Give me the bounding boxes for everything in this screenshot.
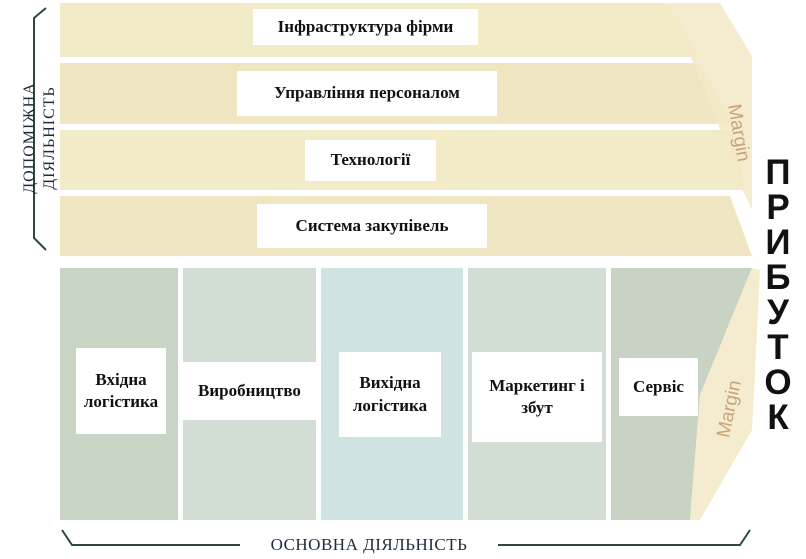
support-caption: ДОПОМІЖНА ДІЯЛЬНІСТЬ	[20, 58, 60, 218]
primary-label-marketing: Маркетинг і збут	[472, 352, 602, 442]
profit-label: П Р И Б У Т О К	[755, 153, 801, 435]
support-label-technology: Технології	[305, 140, 436, 181]
profit-letter: И	[765, 223, 791, 262]
primary-label-operations: Виробництво	[183, 362, 316, 420]
profit-letter: Р	[766, 188, 790, 227]
margin-arrow-top	[668, 3, 752, 210]
support-caption-line1: ДОПОМІЖНА	[21, 82, 38, 194]
profit-letter: У	[767, 293, 789, 332]
support-caption-line2: ДІЯЛЬНІСТЬ	[41, 86, 58, 190]
primary-caption: ОСНОВНА ДІЯЛЬНІСТЬ	[240, 534, 498, 556]
profit-letter: Т	[767, 328, 789, 367]
support-label-procurement: Система закупівель	[257, 204, 487, 248]
primary-label-inbound: Вхідна логістика	[76, 348, 166, 434]
support-label-hr: Управління персоналом	[237, 71, 497, 116]
profit-letter: К	[767, 398, 789, 437]
profit-letter: Б	[765, 258, 791, 297]
primary-label-service: Сервіс	[619, 358, 698, 416]
support-label-infrastructure: Інфраструктура фірми	[253, 9, 478, 45]
profit-letter: О	[764, 363, 792, 402]
margin-arrow-bottom	[690, 268, 760, 520]
primary-label-outbound: Вихідна логістика	[339, 352, 441, 437]
profit-letter: П	[765, 153, 791, 192]
support-bracket	[33, 7, 47, 251]
primary-bracket	[61, 529, 751, 546]
